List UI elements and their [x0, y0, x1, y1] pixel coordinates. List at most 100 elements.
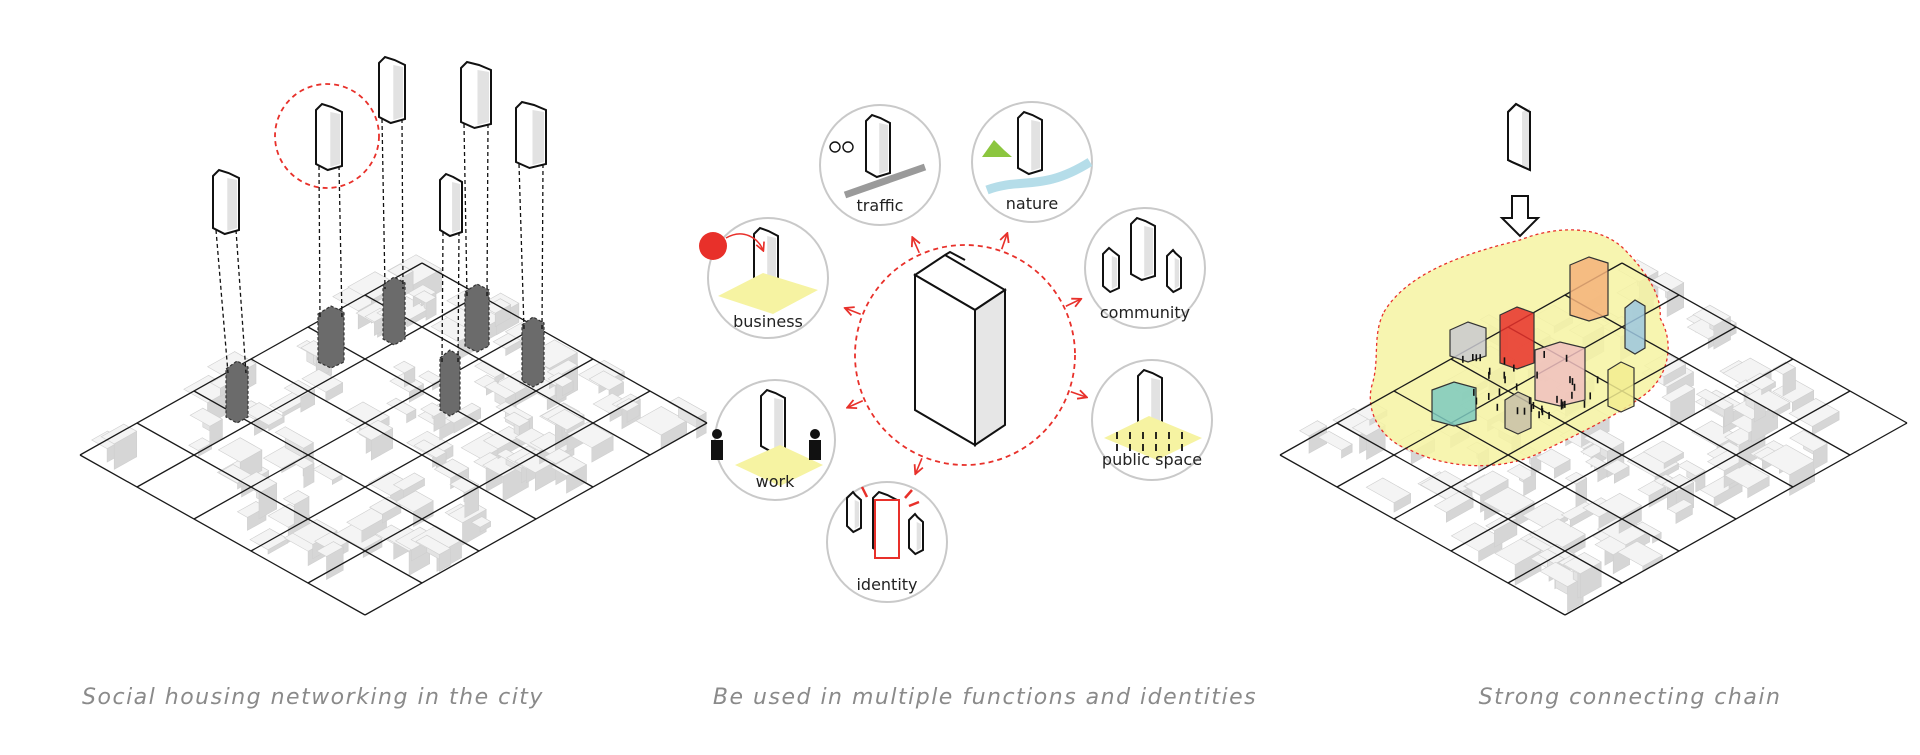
- city-block: [283, 379, 316, 413]
- colored-building: [1431, 381, 1477, 427]
- grid-line: [1450, 358, 1737, 520]
- businessman-icon: [711, 440, 723, 460]
- city-block: [243, 402, 285, 432]
- city-grid: [1279, 262, 1908, 616]
- businessman-icon: [810, 429, 820, 439]
- floating-tower: [212, 168, 240, 236]
- identity-ray: [860, 486, 869, 498]
- mountain-icon: [982, 140, 1012, 157]
- housing-footprint: [317, 305, 345, 369]
- projection-line: [381, 118, 386, 290]
- city-block: [282, 489, 310, 529]
- city-block: [1562, 551, 1602, 599]
- function-label-public-space: public space: [1102, 450, 1202, 469]
- projection-line: [463, 123, 468, 297]
- city-block: [415, 534, 451, 572]
- panel-functions: [699, 101, 1213, 603]
- projection-line: [401, 118, 404, 290]
- city-block: [1789, 429, 1828, 471]
- function-arrow: [1070, 392, 1086, 397]
- caption-functions: Be used in multiple functions and identi…: [712, 685, 1258, 710]
- central-tower: [913, 250, 1007, 447]
- bicycle-icon: [829, 141, 841, 153]
- city-block: [1661, 383, 1696, 427]
- projection-line: [318, 165, 321, 319]
- plaza: [1104, 416, 1202, 460]
- community-tower: [1102, 246, 1120, 294]
- highlighted-tower-icon: [874, 499, 900, 559]
- identity-tower: [846, 490, 862, 534]
- housing-footprint: [521, 316, 545, 388]
- function-arrow: [913, 238, 920, 254]
- city-block: [546, 408, 585, 453]
- city-block: [1788, 397, 1840, 436]
- caption-connecting-chain: Strong connecting chain: [1478, 685, 1782, 710]
- function-label-business: business: [733, 312, 803, 331]
- city-block: [301, 368, 344, 403]
- floating-tower: [315, 102, 343, 172]
- function-arrow: [1065, 299, 1080, 306]
- city-block: [1772, 361, 1797, 397]
- plaza: [735, 445, 823, 486]
- colored-building: [1499, 306, 1535, 370]
- function-arrow: [846, 308, 861, 314]
- node-tower: [760, 388, 786, 454]
- city-block: [635, 405, 688, 449]
- function-label-community: community: [1100, 303, 1190, 322]
- grid-line: [79, 454, 366, 616]
- function-nodes: [699, 101, 1213, 603]
- city-block: [566, 421, 614, 463]
- function-label-nature: nature: [1006, 194, 1058, 213]
- money-arrow: [725, 233, 763, 250]
- projection-line: [235, 229, 247, 374]
- city-block: [547, 372, 574, 397]
- city-block: [1642, 440, 1685, 470]
- city-blocks: [91, 254, 707, 581]
- city-block: [1506, 463, 1537, 497]
- grid-line: [250, 358, 537, 520]
- colored-building: [1569, 256, 1609, 322]
- city-block: [1534, 448, 1571, 479]
- grid-line: [1279, 454, 1566, 616]
- colored-building: [1534, 341, 1586, 407]
- function-arrows: [846, 234, 1086, 473]
- function-node: [1084, 207, 1206, 329]
- projection-line: [338, 165, 343, 319]
- node-tower: [1017, 110, 1043, 176]
- city-block: [1365, 477, 1412, 513]
- down-arrow-icon: [1499, 195, 1541, 238]
- incoming-tower: [1507, 102, 1531, 172]
- grid-line: [364, 294, 651, 456]
- housing-footprints: [225, 276, 545, 424]
- city-block: [189, 407, 223, 446]
- floating-tower: [460, 60, 492, 130]
- housing-footprint: [439, 349, 461, 417]
- identity-ray: [908, 500, 920, 508]
- identity-ray: [904, 489, 913, 499]
- function-arrow: [848, 401, 864, 408]
- projection-line: [541, 163, 544, 330]
- city-block: [1760, 444, 1816, 497]
- city-block: [1772, 378, 1815, 413]
- city-block: [1666, 498, 1693, 525]
- floating-tower: [439, 172, 463, 238]
- function-arrow: [916, 458, 922, 473]
- city-block: [444, 402, 482, 434]
- plaza: [718, 273, 818, 314]
- road-mark: [843, 163, 927, 199]
- city-block: [1692, 304, 1732, 350]
- function-label-work: work: [756, 472, 795, 491]
- panel-city-network: [79, 55, 708, 616]
- node-tower: [1130, 216, 1156, 282]
- grid-line: [1564, 294, 1851, 456]
- housing-footprint: [464, 283, 490, 353]
- colored-building: [1607, 361, 1635, 413]
- projection-line: [215, 229, 229, 374]
- function-label-traffic: traffic: [857, 196, 904, 215]
- city-block: [1317, 430, 1353, 459]
- city-block: [616, 398, 640, 423]
- people-marks: [1462, 350, 1599, 419]
- city-block: [1724, 462, 1770, 499]
- projection-lines: [215, 118, 544, 374]
